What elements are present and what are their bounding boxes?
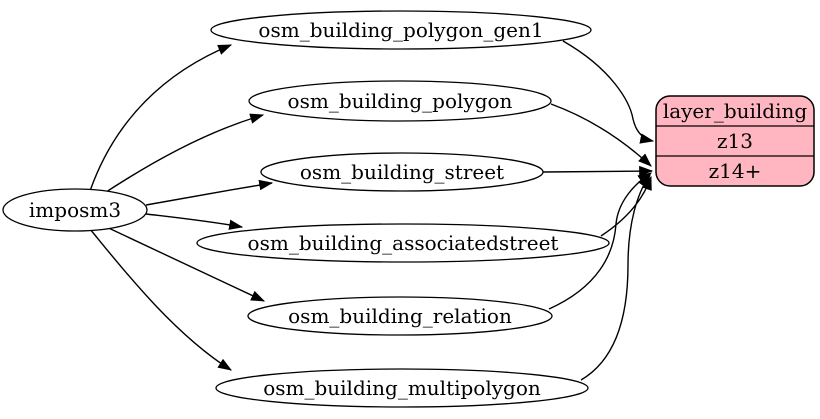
node-osm_building_relation: osm_building_relation — [247, 296, 553, 336]
edge-imposm3-to-osm_building_multipolygon — [89, 228, 232, 371]
edge-osm_building_multipolygon-to-z14 — [580, 174, 651, 381]
layer_building-title: layer_building — [663, 99, 808, 123]
layer_building-box — [655, 95, 815, 187]
node-osm_building_relation-label: osm_building_relation — [288, 304, 512, 328]
node-osm_building_associatedstreet: osm_building_associatedstreet — [196, 223, 610, 263]
node-osm_building_street: osm_building_street — [260, 152, 544, 192]
layer_building-row-z14: z14+ — [709, 159, 762, 183]
node-osm_building_multipolygon-label: osm_building_multipolygon — [263, 376, 541, 400]
node-osm_building_multipolygon: osm_building_multipolygon — [215, 368, 589, 408]
layer_building-row-z13: z13 — [717, 129, 753, 153]
node-layer_building: layer_building z13 z14+ — [655, 95, 815, 187]
node-osm_building_polygon: osm_building_polygon — [248, 80, 552, 122]
edge-imposm3-to-osm_building_polygon_gen1 — [89, 44, 233, 192]
node-osm_building_associatedstreet-label: osm_building_associatedstreet — [248, 231, 559, 255]
edge-osm_building_street-to-z14 — [542, 165, 654, 177]
node-osm_building_polygon_gen1: osm_building_polygon_gen1 — [210, 10, 592, 50]
node-imposm3: imposm3 — [2, 188, 148, 232]
node-imposm3-label: imposm3 — [29, 198, 121, 222]
node-osm_building_street-label: osm_building_street — [300, 160, 504, 184]
edge-osm_building_polygon_gen1-to-z13 — [562, 40, 655, 144]
edge-imposm3-to-osm_building_street — [145, 179, 274, 206]
edge-osm_building_relation-to-z14 — [548, 172, 652, 310]
edge-imposm3-to-osm_building_associatedstreet — [145, 213, 244, 230]
edge-osm_building_polygon-to-z14 — [550, 103, 652, 167]
edge-imposm3-to-osm_building_relation — [99, 223, 266, 302]
node-osm_building_polygon_gen1-label: osm_building_polygon_gen1 — [258, 18, 543, 42]
node-osm_building_polygon-label: osm_building_polygon — [288, 89, 513, 113]
edge-imposm3-to-osm_building_polygon — [99, 113, 265, 197]
